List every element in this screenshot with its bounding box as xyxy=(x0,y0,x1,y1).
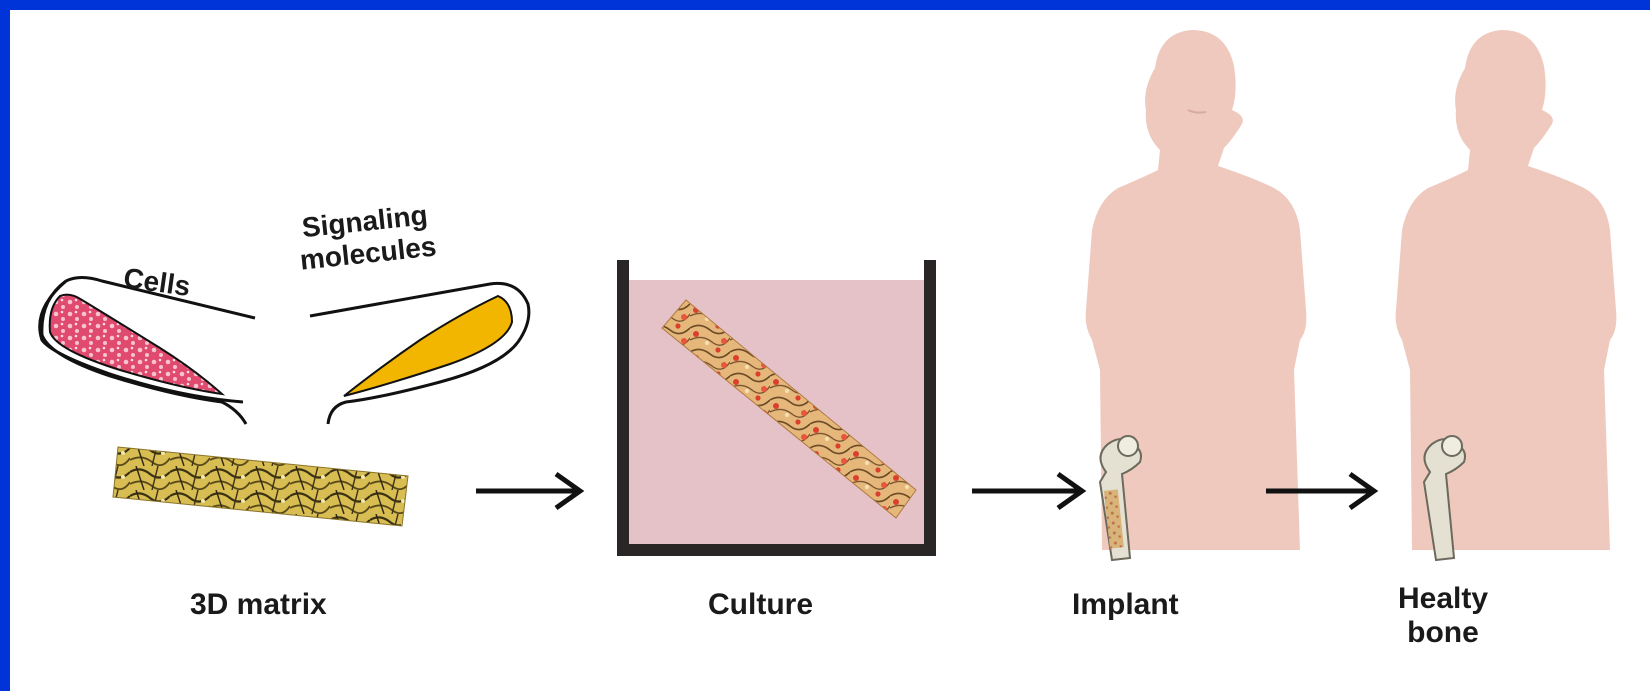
body-silhouette-healthy xyxy=(1396,30,1617,550)
healthy-label-line2: bone xyxy=(1388,616,1498,650)
arrow-culture-to-implant xyxy=(972,474,1082,508)
matrix-label: 3D matrix xyxy=(190,588,327,622)
diagram-frame: Cells Signaling molecules 3D matrix Cult… xyxy=(10,10,1650,691)
culture-label: Culture xyxy=(708,588,813,622)
arrow-matrix-to-culture xyxy=(476,474,580,508)
healthy-bone-label: Healty bone xyxy=(1388,582,1498,650)
signaling-container xyxy=(310,283,529,424)
healthy-label-line1: Healty xyxy=(1388,582,1498,616)
cells-container xyxy=(40,278,255,425)
culture-dish xyxy=(623,260,930,550)
matrix-scaffold xyxy=(113,447,408,526)
implant-label: Implant xyxy=(1072,588,1179,622)
